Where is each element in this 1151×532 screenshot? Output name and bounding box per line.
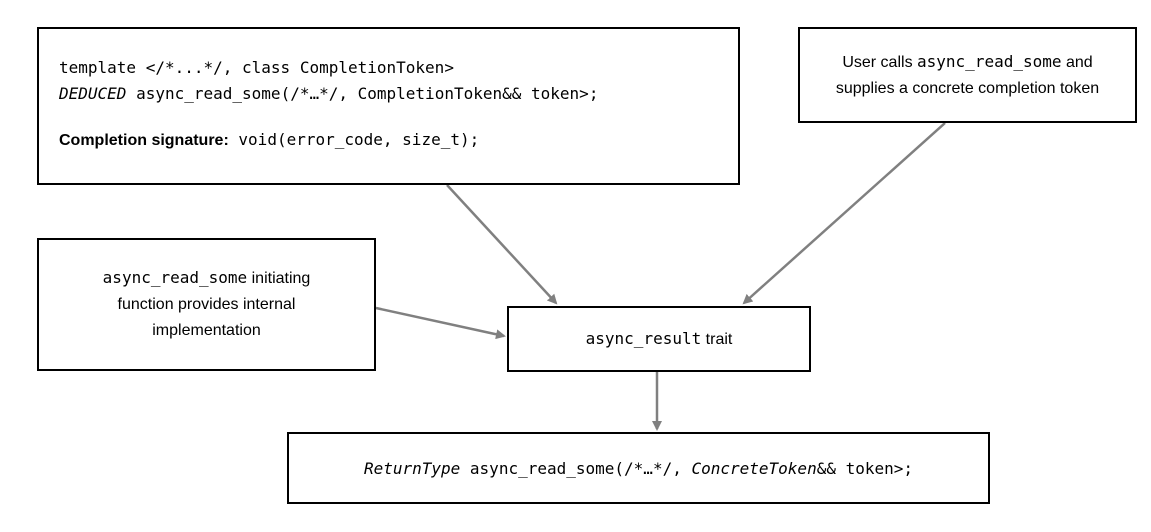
trait-suffix: trait	[701, 331, 733, 348]
user-call-prefix: User calls	[842, 53, 918, 71]
deduced-keyword: DEDUCED	[59, 84, 127, 103]
impl-line-1: async_read_some initiating	[103, 265, 311, 292]
impl-line-2: function provides internal	[117, 296, 296, 313]
user-call-line-1: User calls async_read_some and	[842, 49, 1092, 76]
user-call-code: async_read_some	[917, 51, 1062, 71]
trait-label: async_result trait	[586, 329, 733, 349]
return-signature-tail: && token>;	[816, 458, 914, 478]
user-call-suffix: and	[1061, 53, 1093, 71]
user-call-line-2: supplies a concrete completion token	[835, 79, 1100, 97]
impl-suffix: initiating	[247, 270, 311, 287]
deduced-signature-line: DEDUCED async_read_some(/*…*/, Completio…	[59, 81, 738, 107]
user-call-box: User calls async_read_some and supplies …	[798, 27, 1137, 123]
template-declaration-box: template </*...*/, class CompletionToken…	[37, 27, 740, 185]
template-line: template </*...*/, class CompletionToken…	[59, 58, 454, 77]
arrow-impl-to-trait	[375, 306, 506, 340]
return-signature-line: ReturnType async_read_some(/*…*/, Concre…	[364, 459, 913, 478]
concrete-token-keyword: ConcreteToken	[691, 458, 817, 478]
completion-signature-label: Completion signature:	[59, 132, 229, 149]
return-type-keyword: ReturnType	[363, 458, 461, 478]
impl-code: async_read_some	[102, 268, 248, 287]
initiating-function-box: async_read_some initiating function prov…	[37, 238, 376, 371]
arrow-decl-to-trait	[446, 184, 558, 305]
completion-signature-line: Completion signature: void(error_code, s…	[59, 127, 738, 154]
deduced-signature-rest: async_read_some(/*…*/, CompletionToken&&…	[126, 84, 599, 103]
return-type-box: ReturnType async_read_some(/*…*/, Concre…	[287, 432, 990, 504]
return-signature-mid: async_read_some(/*…*/,	[460, 458, 692, 478]
arrow-user-to-trait	[742, 122, 946, 305]
async-result-trait-box: async_result trait	[507, 306, 811, 372]
trait-code: async_result	[585, 329, 702, 348]
completion-signature-code: void(error_code, size_t);	[228, 130, 480, 149]
impl-line-3: implementation	[152, 322, 261, 339]
